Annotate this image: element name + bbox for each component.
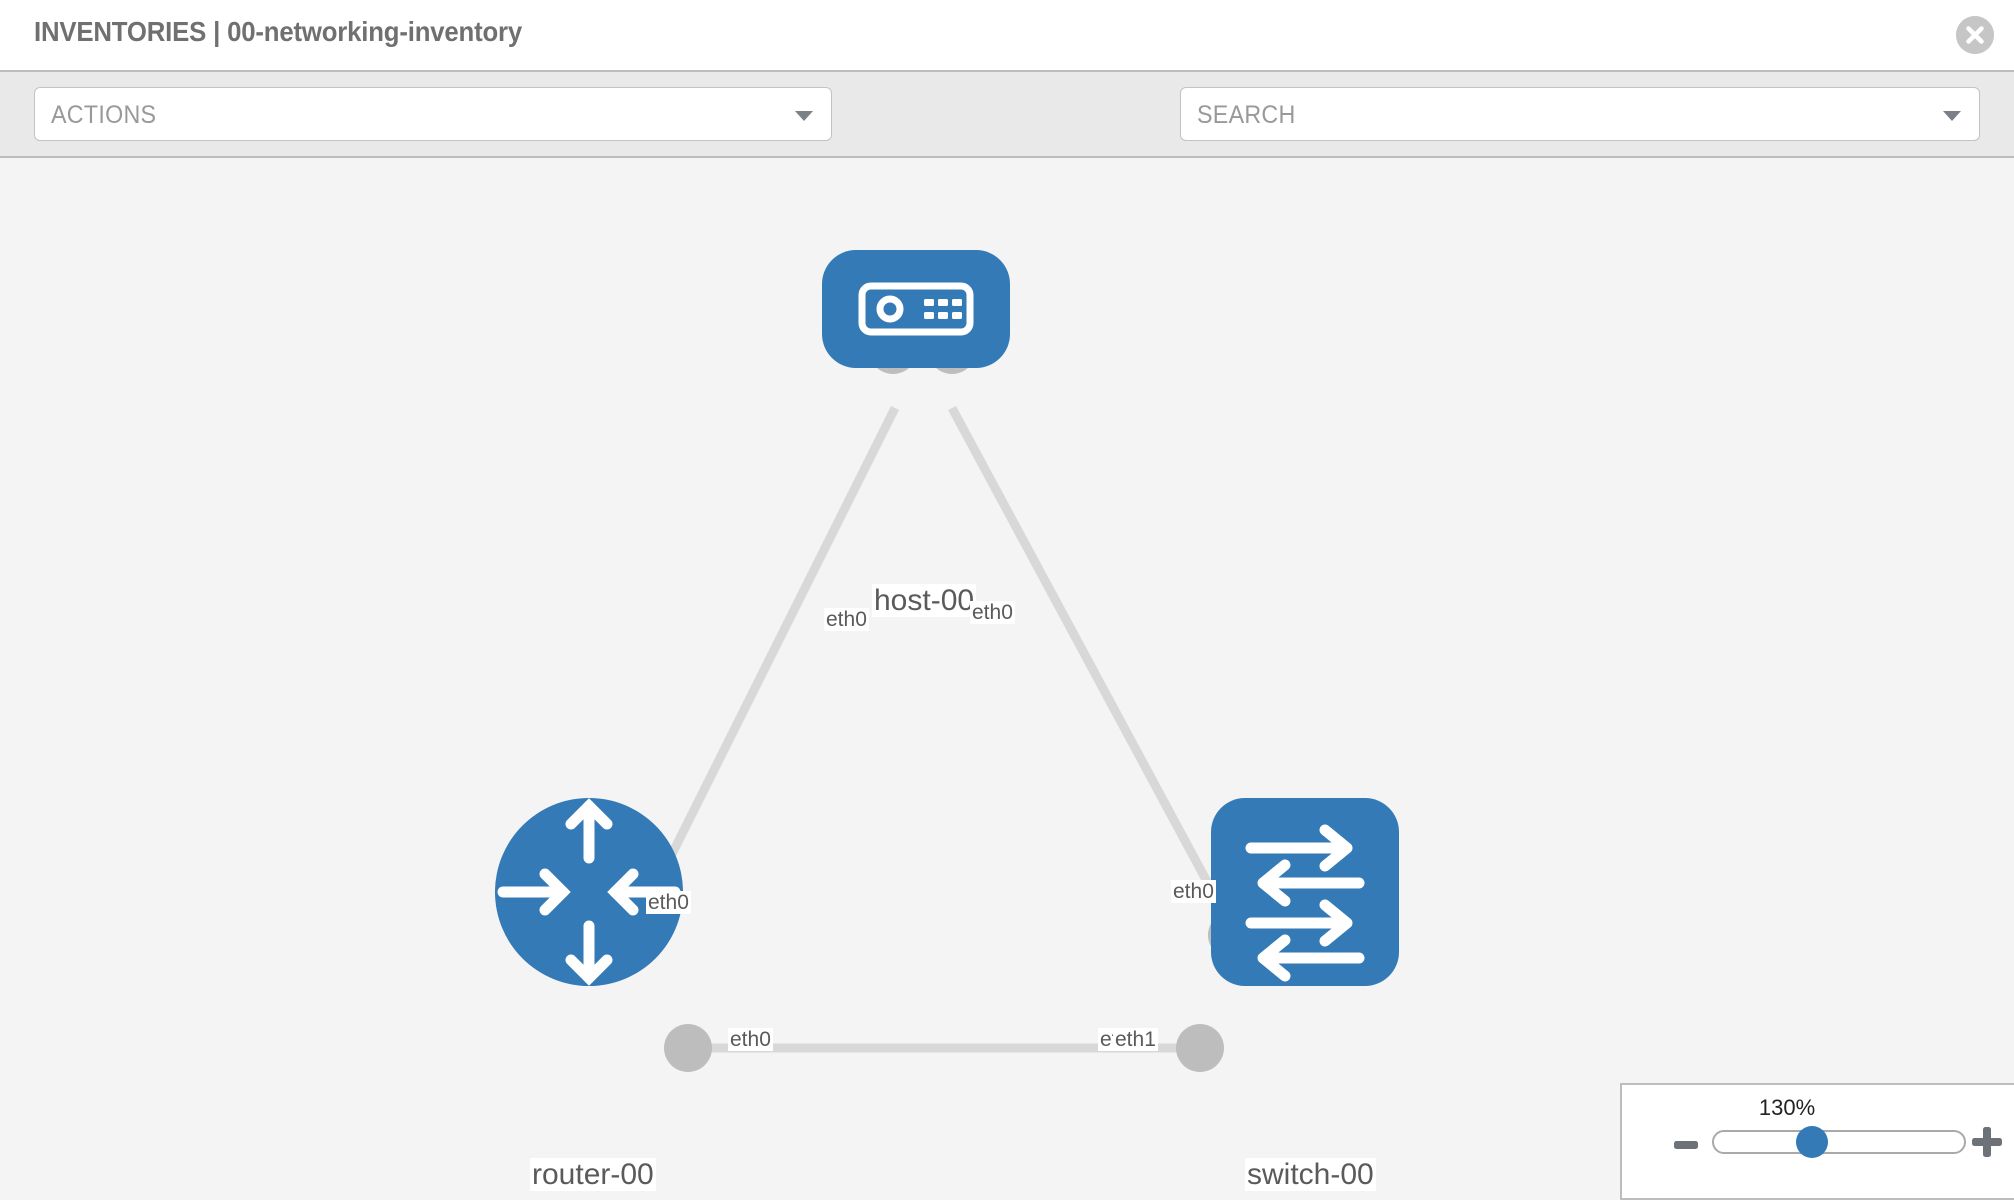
zoom-in-button[interactable] [1970,1121,2004,1168]
toolbar: ACTIONS SEARCH [0,70,2014,198]
zoom-slider-thumb[interactable] [1796,1126,1828,1158]
page-header: INVENTORIES | 00-networking-inventory [0,0,2014,70]
interface-label-switch-eth1: eth1 [1113,1028,1158,1052]
interface-label-router-eth0-uplink: eth0 [646,891,691,915]
interface-label-switch-eth0-uplink: eth0 [1171,880,1216,904]
page-title: INVENTORIES | 00-networking-inventory [34,16,523,47]
zoom-out-button[interactable] [1672,1131,1700,1164]
actions-dropdown[interactable]: ACTIONS [34,87,832,141]
actions-dropdown-label: ACTIONS [51,101,157,129]
search-placeholder: SEARCH [1197,101,1296,129]
interface-label-host-eth0-left: eth0 [824,608,869,632]
topology-edges [640,405,1236,1053]
topology-graph [495,250,1399,1072]
close-icon[interactable] [1956,16,1994,54]
topology-node-switch-00 [1211,798,1399,986]
topology-node-router-00 [495,798,683,986]
topology-node-host-00 [822,250,1010,368]
search-input[interactable]: SEARCH [1180,87,1980,141]
interface-label-host-eth0-right: eth0 [970,601,1015,625]
zoom-control-panel: 130% [1620,1083,2014,1200]
node-label-switch-00: switch-00 [1245,1158,1376,1191]
interface-label-router-eth0-lan: eth0 [728,1028,773,1052]
zoom-slider-track[interactable] [1712,1130,1966,1154]
chevron-down-icon[interactable] [1943,111,1961,121]
node-label-host-00: host-00 [872,584,977,617]
topology-canvas[interactable]: host-00 router-00 switch-00 eth0 eth0 et… [0,158,2014,1200]
chevron-down-icon [795,111,813,121]
node-label-router-00: router-00 [530,1158,656,1191]
zoom-level-value: 130% [1758,1095,1816,1120]
